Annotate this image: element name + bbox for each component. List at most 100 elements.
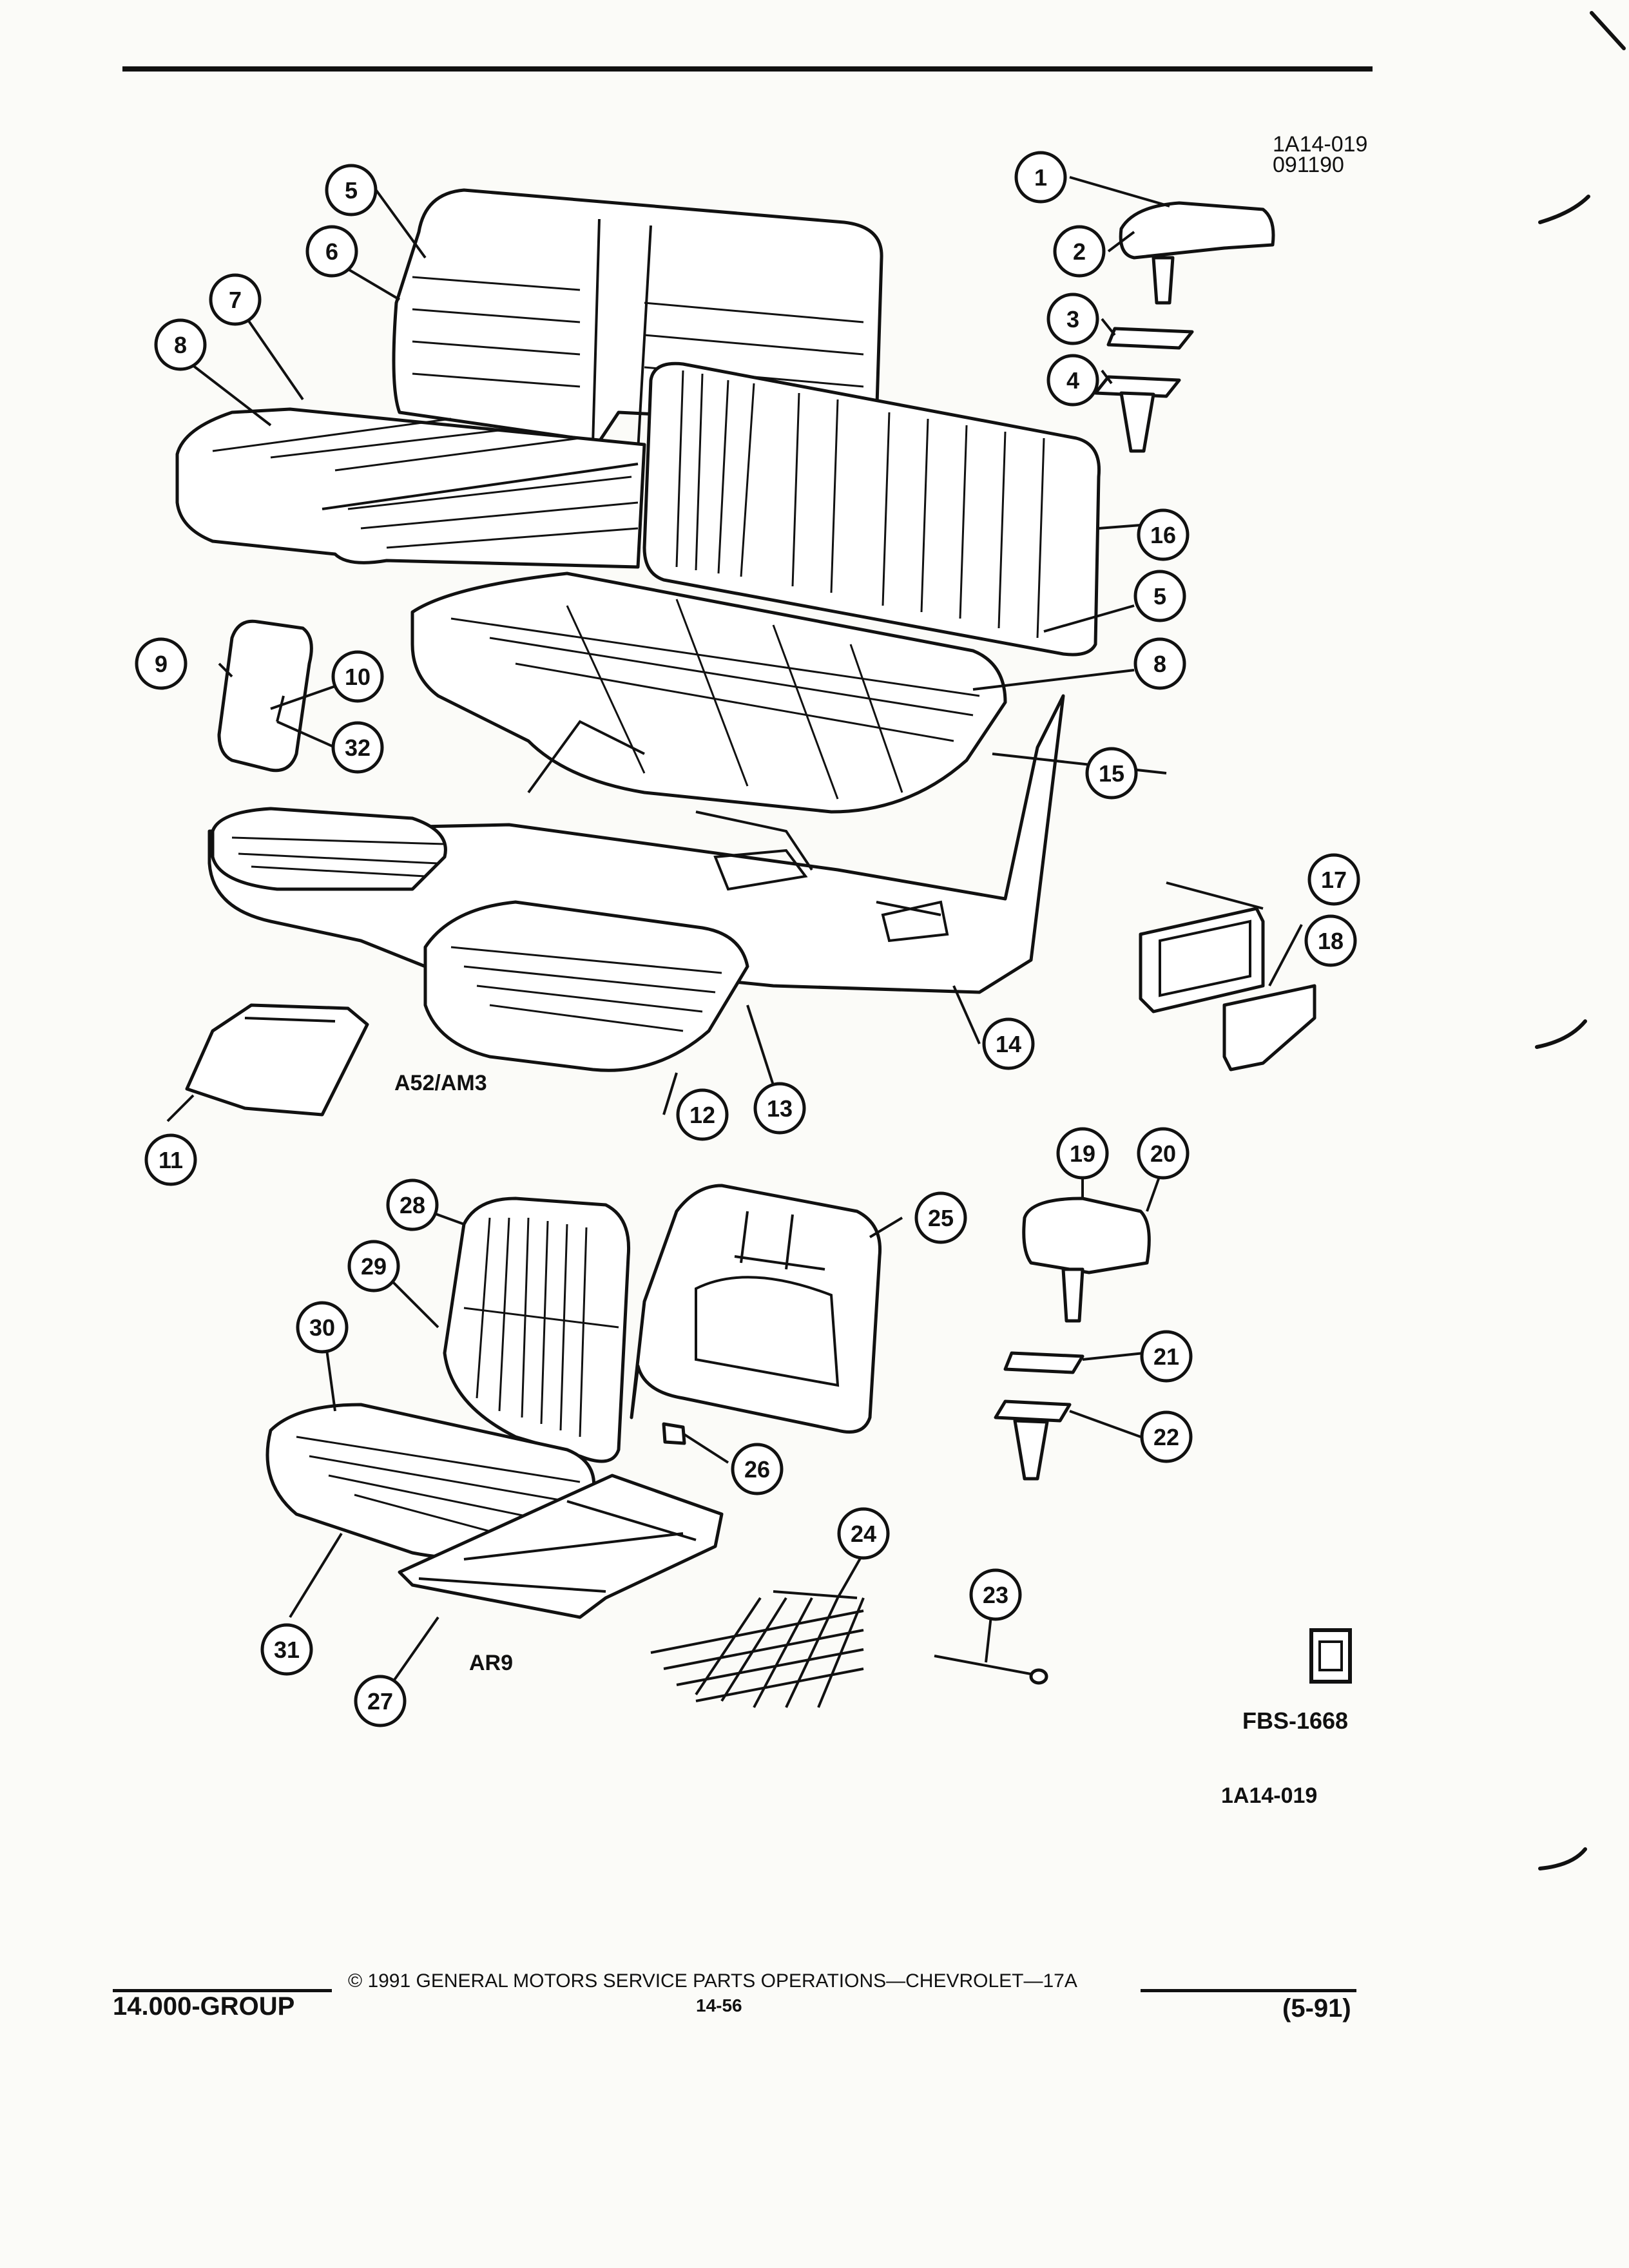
svg-text:17: 17 [1321,867,1347,893]
svg-text:26: 26 [744,1456,770,1483]
callout-24: 24 [837,1507,890,1560]
svg-text:30: 30 [309,1314,335,1341]
callout-7: 7 [209,273,262,326]
svg-text:25: 25 [928,1205,954,1231]
bench-option-label: A52/AM3 [394,1071,487,1095]
svg-text:29: 29 [361,1253,387,1280]
callout-9: 9 [135,637,188,690]
svg-text:31: 31 [274,1637,300,1663]
svg-text:10: 10 [345,664,371,690]
footer-rule-right [1141,1989,1356,1992]
callout-11: 11 [144,1133,197,1186]
armrest [217,619,313,773]
svg-text:3: 3 [1066,306,1079,332]
rod [934,1655,1048,1685]
guide-plates-lower [994,1351,1084,1481]
callout-13: 13 [753,1082,806,1135]
seat-spring [650,1590,865,1708]
callout-31: 31 [260,1623,313,1676]
svg-text:5: 5 [1153,583,1166,610]
callout-25: 25 [914,1191,967,1244]
leader-lines [166,176,1303,1683]
bolt [662,1422,686,1445]
svg-text:9: 9 [155,651,168,677]
svg-text:32: 32 [345,735,371,761]
bucket-option-label: AR9 [469,1651,514,1675]
callout-29: 29 [347,1240,400,1293]
drawing-code-bottom: 1A14-019 [1221,1783,1318,1808]
svg-text:16: 16 [1150,522,1176,548]
footer-rule-left [113,1989,332,1992]
svg-text:15: 15 [1099,760,1124,787]
svg-text:14: 14 [996,1031,1021,1057]
pad-18 [1222,984,1316,1072]
gmspo-logo [1309,1628,1352,1684]
callout-18: 18 [1304,914,1357,967]
callout-28: 28 [386,1178,439,1231]
callout-20: 20 [1137,1127,1190,1180]
svg-text:11: 11 [159,1147,183,1173]
seat-adjuster [398,1474,724,1619]
callout-30: 30 [296,1301,349,1354]
svg-text:22: 22 [1153,1424,1179,1450]
callout-8-lower: 8 [1133,637,1186,690]
svg-text:4: 4 [1066,367,1079,394]
svg-text:5: 5 [345,177,358,204]
split-bench-frame [207,694,1065,1072]
bucket-seat-back [443,1196,631,1463]
callout-5-lower: 5 [1133,570,1186,622]
svg-text:2: 2 [1073,238,1086,265]
svg-text:18: 18 [1318,928,1344,954]
headrest-upper [1119,201,1275,305]
rear-seat-cushion [175,407,646,569]
callout-23: 23 [969,1568,1022,1621]
svg-text:21: 21 [1153,1343,1179,1370]
svg-text:27: 27 [367,1688,393,1715]
footer-group: 14.000-GROUP [113,1992,295,2021]
console [185,1003,369,1117]
drawing-code: 1A14-019 091190 [1273,132,1368,177]
drawing-code-line2: 091190 [1273,153,1344,177]
callout-17: 17 [1307,853,1360,906]
callouts: 1 2 3 4 5 6 7 8 9 10 32 16 5 8 15 17 18 … [135,151,1360,1727]
pad-17 [1139,907,1265,1014]
svg-text:8: 8 [174,332,187,358]
callout-3: 3 [1046,293,1099,345]
top-rule [122,66,1373,72]
figure-code: FBS-1668 [1242,1707,1349,1734]
svg-text:28: 28 [400,1192,425,1218]
callout-26: 26 [731,1443,784,1495]
svg-text:1: 1 [1034,164,1047,191]
callout-2: 2 [1053,225,1106,278]
svg-text:7: 7 [229,287,242,313]
callout-32: 32 [331,721,384,774]
margin-marks [1535,11,1626,1870]
footer-date: (5-91) [1282,1994,1351,2023]
callout-22: 22 [1140,1410,1193,1463]
svg-text:19: 19 [1070,1140,1095,1167]
callout-12: 12 [676,1088,729,1141]
callout-19: 19 [1056,1127,1109,1180]
front-seat-back [642,361,1101,657]
callout-21: 21 [1140,1330,1193,1383]
svg-text:23: 23 [983,1582,1008,1608]
seat-back-frame [630,1184,882,1434]
headrest-lower [1022,1196,1151,1323]
front-seat-cushion [410,572,1007,814]
svg-text:8: 8 [1153,651,1166,677]
callout-4: 4 [1046,354,1099,407]
callout-1: 1 [1014,151,1067,204]
callout-5-upper: 5 [325,164,378,216]
footer-copyright: © 1991 GENERAL MOTORS SERVICE PARTS OPER… [348,1970,1077,1992]
svg-text:20: 20 [1150,1140,1176,1167]
callout-10: 10 [331,650,384,703]
svg-text:24: 24 [851,1521,876,1547]
svg-text:13: 13 [767,1095,793,1122]
callout-27: 27 [354,1675,407,1727]
svg-text:6: 6 [325,238,338,265]
guide-plates-upper [1094,327,1194,453]
callout-16: 16 [1137,508,1190,561]
drawing-code-line1: 1A14-019 [1273,132,1368,157]
callout-6: 6 [305,225,358,278]
